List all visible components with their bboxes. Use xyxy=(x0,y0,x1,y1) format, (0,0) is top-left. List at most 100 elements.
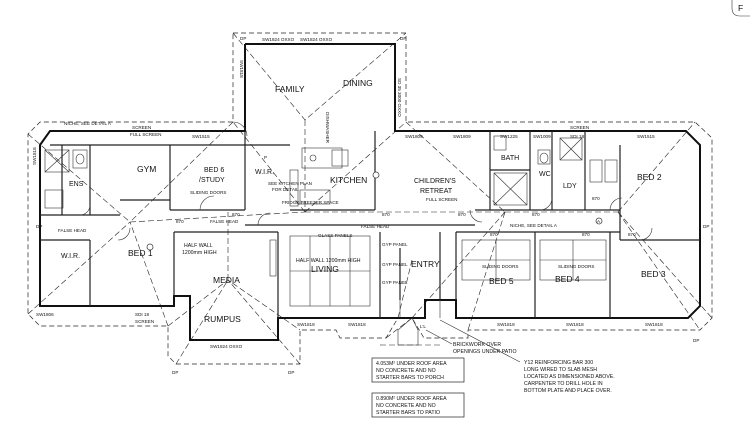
room-family: FAMILY xyxy=(275,84,305,94)
external-walls xyxy=(39,43,701,341)
door-width-label: 870 xyxy=(458,212,466,217)
porch-note-line3: STARTER BARS TO PORCH xyxy=(376,375,444,381)
room-bed1: BED 1 xyxy=(128,248,153,258)
room-bed6-line2: /STUDY xyxy=(199,177,225,184)
window-label: SW1809 xyxy=(405,134,423,139)
room-bed6-line1: BED 6 xyxy=(204,167,224,174)
north-badge: F xyxy=(731,0,750,17)
window-label: SW1824 OXXO xyxy=(300,37,333,42)
room-wc: WC xyxy=(539,171,551,178)
room-wir-kitchen: W.I.R. xyxy=(255,169,274,176)
downpipe-label: DP xyxy=(703,224,709,229)
niche-note-mid: NICHE, SEE DETAIL A xyxy=(510,223,558,228)
window-label: SW1824 OXXO xyxy=(210,344,243,349)
downpipe-label: DP xyxy=(288,370,294,375)
window-label: SW1809 xyxy=(453,134,471,139)
brickwork-note-line2: OPENINGS UNDER PATIO xyxy=(453,349,517,355)
room-labels: FAMILY DINING GYM BED 6 /STUDY W.I.R. EN… xyxy=(61,78,666,324)
downpipe-label: DP xyxy=(172,370,178,375)
reinforcing-note-line1: Y12 REINFORCING BAR 300 xyxy=(524,360,593,366)
corner-badge-text: F xyxy=(738,3,743,13)
room-bed4: BED 4 xyxy=(555,274,580,284)
window-labels: SW1824 OXXO SW1824 OXXO SCREEN FULL SCRE… xyxy=(32,37,663,349)
room-media: MEDIA xyxy=(213,275,240,285)
kitchen-plan-note-line2: FOR DETAIL xyxy=(272,187,299,192)
dishwasher-label: DISHWASHER xyxy=(325,112,330,144)
window-label: SW1818 xyxy=(32,147,37,165)
roof-outline xyxy=(27,32,713,365)
kitchen-plan-note-line1: SEE KITCHEN PLAN xyxy=(268,181,312,186)
door-width-label: 870 xyxy=(382,212,390,217)
room-gym: GYM xyxy=(137,164,156,174)
window-label: SCREEN xyxy=(132,125,151,130)
half-wall-mid: HALF WALL 1200mm HIGH xyxy=(296,258,361,264)
niche-note-top: NICHE, SEE DETAIL A xyxy=(64,121,112,126)
window-label: SW1806 xyxy=(36,312,54,317)
room-bed2: BED 2 xyxy=(637,172,662,182)
full-screen-label: FULL SCREEN xyxy=(426,197,457,202)
patio-note-line1: 0.890M² UNDER ROOF AREA xyxy=(376,396,447,402)
patio-note-line2: NO CONCRETE AND NO xyxy=(376,403,436,409)
window-label: SW1818 xyxy=(566,322,584,327)
false-head-label: FALSE HEAD xyxy=(58,228,87,233)
false-head-label: FALSE HEAD xyxy=(210,219,239,224)
window-label: FULL SCREEN xyxy=(130,132,161,137)
sliding-doors-label: SLIDING DOORS xyxy=(558,264,595,269)
false-head-label: FALSE HEAD xyxy=(361,224,390,229)
room-bed5: BED 5 xyxy=(489,276,514,286)
window-label: SW1818 xyxy=(239,60,244,78)
detail-mark: A xyxy=(597,219,601,224)
roof-hip-lines xyxy=(27,32,713,365)
downpipe-label: DP xyxy=(400,36,406,41)
fridge-label: FRIDGE/FREEZER SPACE xyxy=(282,200,339,205)
window-label: SDI 18 xyxy=(570,134,584,139)
window-label: SW1515 xyxy=(192,134,210,139)
half-wall-left-line1: HALF WALL xyxy=(184,243,213,249)
downpipe-label: DP xyxy=(693,338,699,343)
door-width-label: 870 xyxy=(592,196,600,201)
room-ldy: LDY xyxy=(563,183,577,190)
reinforcing-note-line5: BOTTOM PLATE AND PLACE OVER. xyxy=(524,388,612,394)
glass-panels-label: GLASS PANELS xyxy=(318,233,352,238)
sliding-doors-label: SLIDING DOORS xyxy=(482,264,519,269)
brickwork-note-line1: BRICKWORK OVER xyxy=(453,342,501,348)
linen-label: L'L xyxy=(420,324,426,329)
window-label: SW1009 xyxy=(533,134,551,139)
window-label: SDI 18 xyxy=(135,312,149,317)
gyproc-panel-label: GYP PANEL xyxy=(382,242,408,247)
room-childrens-retreat-line2: RETREAT xyxy=(420,188,453,195)
window-label: SCREEN xyxy=(135,319,154,324)
fixtures xyxy=(44,121,653,346)
downpipe-label: DP xyxy=(36,224,42,229)
window-label: SW1818 xyxy=(497,322,515,327)
room-childrens-retreat-line1: CHILDREN'S xyxy=(414,178,456,185)
half-wall-left-line2: 1200mm HIGH xyxy=(182,250,217,256)
door-width-label: 870 xyxy=(490,232,498,237)
pantry-label: P xyxy=(264,155,267,160)
door-width-label: 870 xyxy=(628,232,636,237)
room-living: LIVING xyxy=(311,264,339,274)
door-width-label: 870 xyxy=(232,212,240,217)
room-entry: ENTRY xyxy=(411,259,440,269)
room-dining: DINING xyxy=(343,78,373,88)
window-label: SCREEN xyxy=(570,125,589,130)
room-kitchen: KITCHEN xyxy=(330,175,367,185)
room-bed3: BED 3 xyxy=(641,269,666,279)
door-width-label: 870 xyxy=(532,212,540,217)
window-label: SW1515 xyxy=(637,134,655,139)
window-label: SD 35 3000 OXXO xyxy=(397,78,402,117)
sliding-doors-label: SLIDING DOORS xyxy=(190,190,227,195)
downpipe-label: DP xyxy=(240,36,246,41)
site-notes: BRICKWORK OVER OPENINGS UNDER PATIO 4.05… xyxy=(371,319,615,418)
window-label: SW1818 xyxy=(297,322,315,327)
window-label: SW1824 OXXO xyxy=(262,37,295,42)
porch-note-line2: NO CONCRETE AND NO xyxy=(376,368,436,374)
door-width-label: 870 xyxy=(582,232,590,237)
room-bath: BATH xyxy=(501,155,519,162)
small-labels: DP DP DP DP DP DP DP NICHE, SEE DETAIL A… xyxy=(36,36,709,375)
room-wir-bed1: W.I.R. xyxy=(61,253,80,260)
reinforcing-note-line3: LOCATED AS DIMENSIONED ABOVE. xyxy=(524,374,615,380)
window-label: SW1818 xyxy=(348,322,366,327)
porch-note-line1: 4.053M² UNDER ROOF AREA xyxy=(376,361,447,367)
